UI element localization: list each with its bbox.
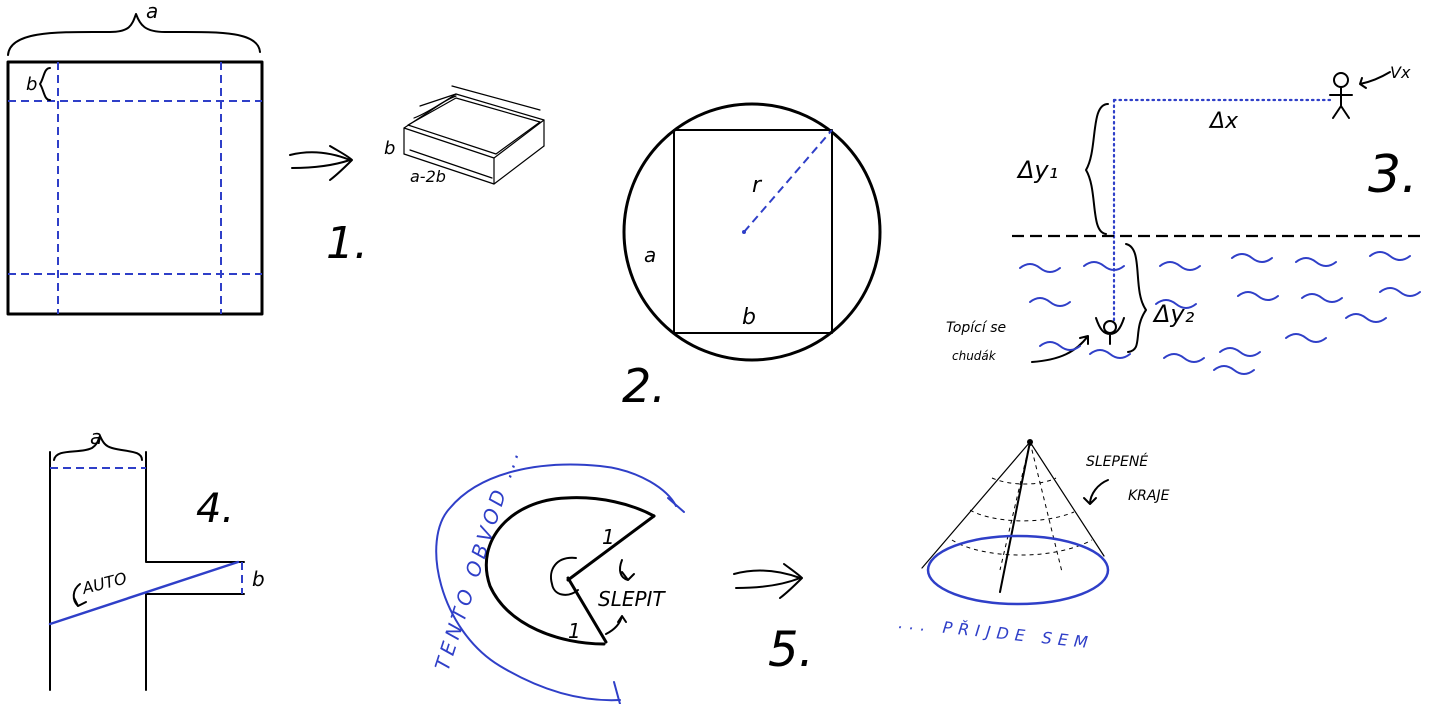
- p3-number: 3.: [1368, 145, 1418, 205]
- implies-arrow-5: [733, 563, 803, 599]
- p5-number: 5.: [768, 622, 814, 678]
- p4-label-a: a: [90, 425, 102, 449]
- p5-label-one-bottom: 1: [568, 619, 581, 643]
- p4-label-car: AUTO: [79, 569, 128, 599]
- problem-2: r a b 2.: [622, 102, 882, 413]
- perimeter-tick-top: [667, 497, 685, 513]
- p5-label-perimeter: TENTO OBVOD ...: [430, 444, 525, 674]
- radius-line: [743, 129, 833, 233]
- square-sheet: [6, 60, 264, 316]
- problem-4: a b AUTO 4.: [48, 425, 265, 691]
- inscribed-rectangle: [673, 129, 833, 334]
- perimeter-arc: [435, 463, 677, 702]
- sector-inner-arc: [550, 556, 579, 596]
- brace-a-4: [53, 435, 143, 461]
- p5-label-glued-2: KRAJE: [1128, 488, 1170, 504]
- brace-dy2: [1125, 243, 1147, 353]
- p3-drowning-line1: Topící se: [946, 320, 1006, 336]
- box-base-label: a-2b: [410, 167, 446, 186]
- p5-label-one-top: 1: [602, 525, 615, 549]
- water-waves: [1019, 251, 1421, 375]
- center-point: [742, 230, 746, 234]
- p1-label-a: a: [146, 0, 158, 23]
- p2-number: 2.: [622, 359, 666, 413]
- p2-label-r: r: [752, 173, 763, 198]
- corridor-right-wall: [145, 451, 245, 563]
- sector-outer-arc: [484, 496, 656, 646]
- p3-label-dy1: Δy₁: [1016, 156, 1058, 184]
- problem-3: Vx Δx Δy₁ Δy₂ Topící se chudák: [946, 63, 1421, 375]
- p4-label-b: b: [252, 567, 265, 591]
- problem-1: a b b a-2b 1.: [6, 0, 545, 316]
- glue-arrow-top: [619, 559, 635, 581]
- brace-dy1: [1085, 103, 1109, 235]
- sector-edge-top: [566, 514, 656, 582]
- p5-label-glued-1: SLEPENÉ: [1086, 453, 1148, 470]
- glue-arrow-bottom: [605, 615, 627, 635]
- p5-label-glue: SLEPIT: [598, 587, 666, 611]
- problem-5: TENTO OBVOD ... 1 1 SLEPIT 5. SLEPENÉ KR…: [430, 439, 1170, 704]
- box-height-label: b: [384, 138, 395, 159]
- drowning-arrow: [1031, 335, 1089, 363]
- cone: [921, 439, 1110, 606]
- p3-label-vx: Vx: [1390, 63, 1411, 82]
- sector-edge-bottom: [566, 576, 608, 644]
- open-box: [403, 85, 545, 185]
- drowning-figure: [1095, 317, 1125, 345]
- glued-edges-arrow: [1083, 479, 1109, 505]
- rescuer-figure: [1329, 72, 1353, 119]
- brace-a: [7, 13, 261, 56]
- perimeter-tick-bottom: [613, 681, 621, 704]
- circle: [622, 102, 882, 362]
- p2-label-b: b: [742, 305, 756, 330]
- p4-number: 4.: [196, 486, 234, 532]
- p3-drowning-line2: chudák: [952, 349, 997, 363]
- corridor-lower-wall: [145, 593, 245, 691]
- vx-arrow: [1359, 71, 1391, 89]
- p1-number: 1.: [326, 218, 368, 269]
- car-line: [48, 560, 240, 626]
- p3-label-dx: Δx: [1208, 109, 1239, 134]
- p2-label-a: a: [644, 243, 656, 267]
- car-arrow: [72, 583, 87, 607]
- brace-b: [39, 67, 51, 101]
- p1-label-b: b: [26, 74, 37, 95]
- p3-label-dy2: Δy₂: [1152, 300, 1195, 328]
- cone-base: [926, 534, 1110, 606]
- implies-arrow-1: [289, 145, 353, 181]
- p5-label-bottom: ... PŘIJDE SEM: [898, 613, 1095, 652]
